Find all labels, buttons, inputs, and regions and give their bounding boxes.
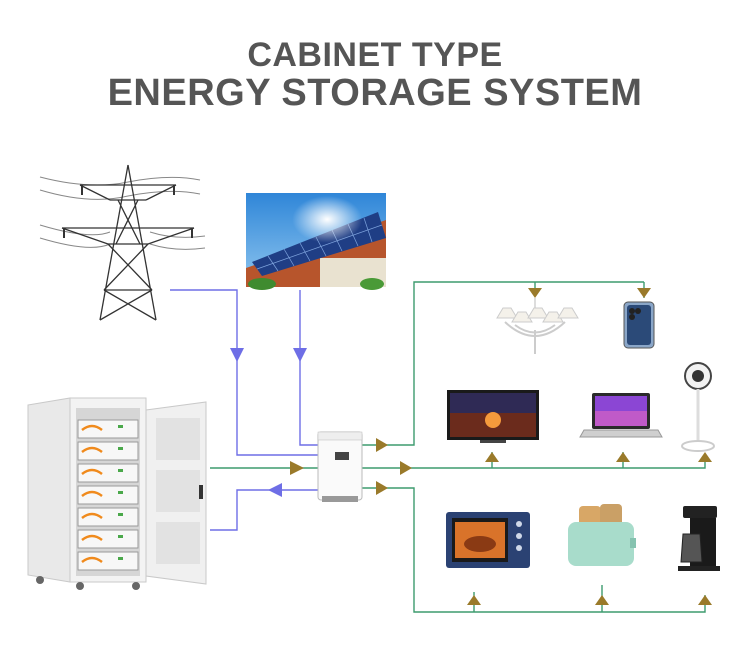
chandelier-icon bbox=[496, 298, 579, 354]
solar-to-inverter-line bbox=[299, 290, 318, 446]
solar-panel-photo bbox=[246, 193, 386, 290]
battery-arrow-right bbox=[290, 461, 304, 475]
toaster-icon bbox=[568, 504, 636, 566]
smartphone-icon bbox=[623, 301, 655, 349]
desk-fan-icon bbox=[681, 362, 715, 452]
battery-cabinet bbox=[27, 397, 207, 590]
flow-arrows bbox=[230, 288, 712, 605]
grid-arrow-down bbox=[230, 348, 244, 362]
inverter-arrow-top bbox=[376, 438, 388, 452]
television-icon bbox=[447, 390, 539, 443]
grid-to-inverter-line bbox=[170, 289, 318, 456]
coffee-maker-icon bbox=[678, 506, 720, 571]
power-tower-icon bbox=[39, 164, 206, 321]
battery-modules bbox=[77, 419, 139, 571]
oven-icon bbox=[446, 512, 530, 568]
bottom-load-bus bbox=[362, 487, 706, 613]
diagram-title-line2: ENERGY STORAGE SYSTEM bbox=[107, 72, 643, 114]
hybrid-inverter bbox=[317, 431, 363, 502]
diagram-title-line1: CABINET TYPE bbox=[247, 36, 503, 74]
laptop-icon bbox=[579, 393, 663, 438]
battery-arrow-left bbox=[268, 483, 282, 497]
middle-load-bus bbox=[362, 455, 706, 469]
inverter-to-battery-line bbox=[210, 489, 318, 531]
solar-arrow-down bbox=[293, 348, 307, 362]
inverter-arrow-bottom bbox=[376, 481, 388, 495]
inverter-arrow-mid bbox=[400, 461, 412, 475]
